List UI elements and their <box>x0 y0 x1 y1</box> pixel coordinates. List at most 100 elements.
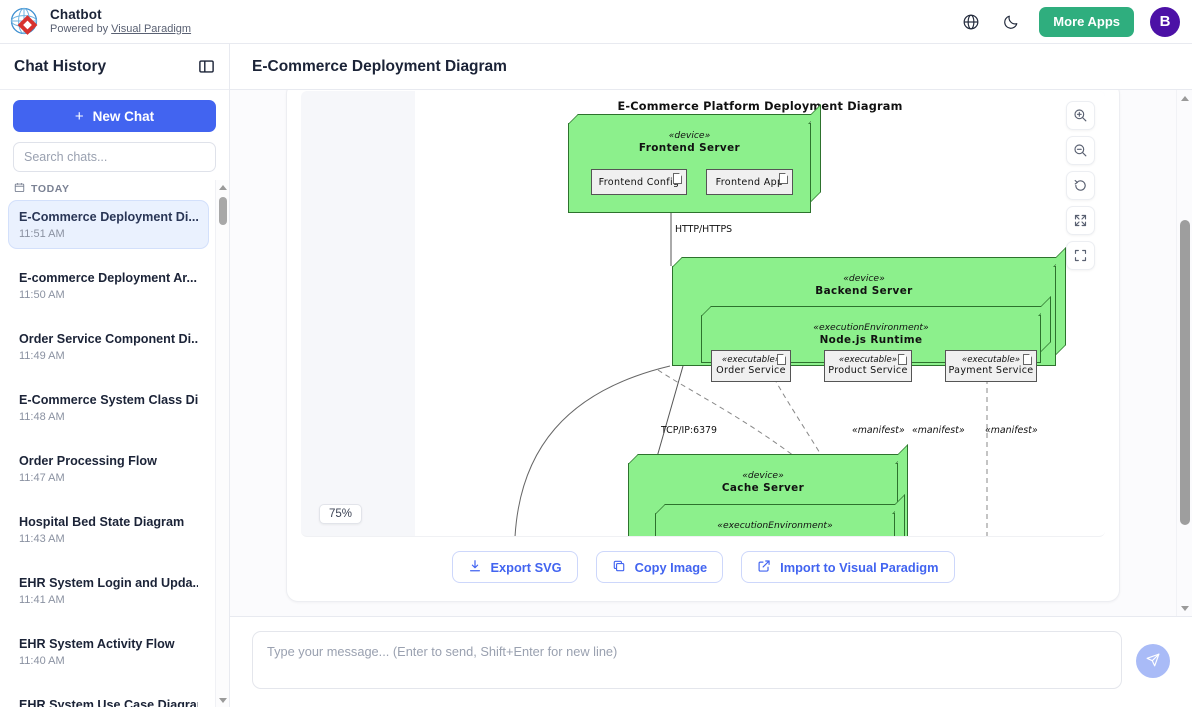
uml-artifact-payment-service[interactable]: «executable» Payment Service <box>945 350 1037 382</box>
fullscreen-icon[interactable] <box>1066 241 1095 270</box>
chat-item-time: 11:48 AM <box>19 411 65 423</box>
uml-artifact-frontend-app[interactable]: Frontend App <box>706 169 793 195</box>
diagram-toolbar <box>1066 101 1095 270</box>
globe-icon[interactable] <box>959 10 983 34</box>
chat-history-list: TODAY E-Commerce Deployment Di... 11:51 … <box>0 180 229 707</box>
brand-text: Chatbot Powered by Visual Paradigm <box>50 7 191 35</box>
uml-artifact-order-service[interactable]: «executable» Order Service <box>711 350 791 382</box>
new-chat-label: New Chat <box>92 108 155 124</box>
artifact-doc-icon <box>898 354 907 365</box>
calendar-icon <box>14 182 25 196</box>
panel-collapse-icon[interactable] <box>195 56 217 78</box>
artifact-doc-icon <box>1023 354 1032 365</box>
chat-item-time: 11:50 AM <box>19 289 65 301</box>
uml-node-backend-server[interactable]: «device» Backend Server «executionEnv <box>672 247 1066 382</box>
send-paper-plane-icon <box>1145 652 1161 671</box>
list-item[interactable]: Order Processing Flow 11:47 AM <box>8 444 209 493</box>
app-title: Chatbot <box>50 7 102 23</box>
export-svg-button[interactable]: Export SVG <box>451 551 578 583</box>
spacer <box>0 249 215 261</box>
conversation-area: E-Commerce Platform Deployment Diagram <box>230 90 1192 616</box>
list-item[interactable]: E-Commerce System Class Di... 11:48 AM <box>8 383 209 432</box>
sidebar-header: Chat History <box>0 44 229 90</box>
chat-item-time: 11:49 AM <box>19 350 65 362</box>
list-item[interactable]: EHR System Use Case Diagram 11:39 AM <box>8 688 209 707</box>
uml-node-cache-runtime[interactable]: «executionEnvironment» <box>655 494 905 536</box>
node-3d-top <box>672 257 1064 267</box>
edge-label-manifest-1: «manifest» <box>852 425 905 436</box>
spacer <box>0 676 215 688</box>
node-3d-side <box>1041 296 1051 352</box>
conversation-scroll: E-Commerce Platform Deployment Diagram <box>230 90 1176 616</box>
uml-node-header: «executionEnvironment» <box>656 514 894 532</box>
new-chat-button[interactable]: + New Chat <box>13 100 216 132</box>
uml-stereotype: «device» <box>843 273 885 284</box>
avatar[interactable]: B <box>1150 6 1180 37</box>
diagram-canvas[interactable]: E-Commerce Platform Deployment Diagram <box>415 91 1105 536</box>
uml-node-cache-server[interactable]: «device» Cache Server «executionEnvironm… <box>628 444 908 536</box>
sidebar-scrollbar-thumb[interactable] <box>219 197 227 225</box>
uml-node-name: Backend Server <box>815 284 913 297</box>
uml-node-frontend-server[interactable]: «device» Frontend Server Frontend Config <box>568 104 821 213</box>
uml-artifact-frontend-config[interactable]: Frontend Config <box>591 169 687 195</box>
scroll-up-arrow-icon[interactable] <box>216 180 229 194</box>
chat-item-name: EHR System Login and Upda... <box>19 576 198 590</box>
brand-subtitle: Powered by Visual Paradigm <box>50 23 191 36</box>
uml-stereotype: «device» <box>668 130 711 141</box>
uml-stereotype: «executable» <box>721 355 781 365</box>
chat-item-name: Order Processing Flow <box>19 454 157 468</box>
uml-node-nodejs-runtime[interactable]: «executionEnvironment» Node.js Runtime «… <box>701 296 1051 382</box>
uml-node-header: «device» Cache Server <box>629 464 897 495</box>
page-title: E-Commerce Deployment Diagram <box>252 57 507 75</box>
send-button[interactable] <box>1136 644 1170 678</box>
top-bar-actions: More Apps B <box>959 6 1180 37</box>
main-scrollbar-thumb[interactable] <box>1180 220 1190 525</box>
scroll-up-arrow-icon[interactable] <box>1177 90 1192 106</box>
spacer <box>0 310 215 322</box>
list-item[interactable]: Hospital Bed State Diagram 11:43 AM <box>8 505 209 554</box>
list-item[interactable]: EHR System Activity Flow 11:40 AM <box>8 627 209 676</box>
spacer <box>0 432 215 444</box>
more-apps-button[interactable]: More Apps <box>1039 6 1134 37</box>
moon-icon[interactable] <box>999 10 1023 34</box>
chat-item-name: EHR System Activity Flow <box>19 637 175 651</box>
main-panel: E-Commerce Deployment Diagram E-Commerce… <box>230 44 1192 707</box>
list-item[interactable]: E-commerce Deployment Ar... 11:50 AM <box>8 261 209 310</box>
node-3d-top <box>568 114 819 124</box>
chat-item-name: EHR System Use Case Diagram <box>19 698 198 707</box>
chat-item-name: E-commerce Deployment Ar... <box>19 271 198 285</box>
search-input[interactable] <box>13 142 216 172</box>
reset-zoom-icon[interactable] <box>1066 171 1095 200</box>
scroll-down-arrow-icon[interactable] <box>216 693 229 707</box>
zoom-in-icon[interactable] <box>1066 101 1095 130</box>
export-svg-label: Export SVG <box>490 559 562 575</box>
uml-stereotype: «executionEnvironment» <box>717 520 833 531</box>
import-to-visual-paradigm-button[interactable]: Import to Visual Paradigm <box>741 551 955 583</box>
list-item[interactable]: E-Commerce Deployment Di... 11:51 AM <box>8 200 209 249</box>
sidebar-scrollbar[interactable] <box>215 180 229 707</box>
chat-group-today: TODAY <box>0 180 215 200</box>
zoom-level-badge: 75% <box>319 504 363 524</box>
chat-item-name: Hospital Bed State Diagram <box>19 515 185 529</box>
message-input[interactable] <box>252 631 1122 689</box>
zoom-out-icon[interactable] <box>1066 136 1095 165</box>
fit-screen-icon[interactable] <box>1066 206 1095 235</box>
scroll-down-arrow-icon[interactable] <box>1177 600 1192 616</box>
visual-paradigm-link[interactable]: Visual Paradigm <box>111 22 192 35</box>
node-3d-top <box>655 504 903 514</box>
copy-image-button[interactable]: Copy Image <box>595 551 724 583</box>
node-3d-top <box>701 306 1049 316</box>
artifact-doc-icon <box>779 173 788 184</box>
external-link-icon <box>757 559 771 576</box>
brand: Chatbot Powered by Visual Paradigm <box>9 6 191 38</box>
list-item[interactable]: Order Service Component Di... 11:49 AM <box>8 322 209 371</box>
edge-label-manifest-3: «manifest» <box>985 425 1038 436</box>
edge-label-http: HTTP/HTTPS <box>675 224 733 235</box>
uml-artifact-product-service[interactable]: «executable» Product Service <box>824 350 912 382</box>
main-scrollbar[interactable] <box>1176 90 1192 616</box>
diagram-viewport[interactable]: E-Commerce Platform Deployment Diagram <box>301 91 1105 537</box>
uml-node-name: Cache Server <box>721 481 805 494</box>
list-item[interactable]: EHR System Login and Upda... 11:41 AM <box>8 566 209 615</box>
edge-label-manifest-2: «manifest» <box>912 425 965 436</box>
